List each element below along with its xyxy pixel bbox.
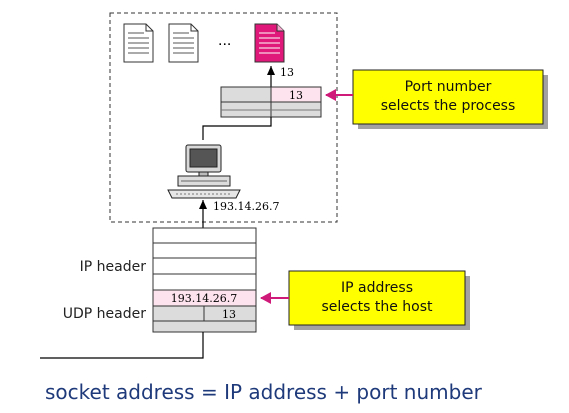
network-line (40, 332, 204, 359)
socket-address-caption: socket address = IP address + port numbe… (45, 380, 482, 404)
packet-port-field: 13 (222, 308, 236, 321)
packet-ip-field: 193.14.26.7 (171, 292, 237, 305)
port-field-value: 13 (289, 89, 303, 102)
process-ellipsis: ... (218, 32, 231, 49)
packet (152, 227, 257, 333)
process-document-icon (123, 23, 154, 63)
ip-callout-line-1: IP address (341, 280, 413, 296)
computer-to-port-table-line (202, 117, 272, 140)
port-callout (352, 69, 548, 129)
port-callout-line-2: selects the process (381, 98, 516, 114)
udp-header-label: UDP header (63, 306, 146, 322)
selected-process-document-icon (254, 23, 285, 63)
computer-icon (167, 144, 241, 199)
host-boundary (109, 12, 338, 223)
port-table (220, 86, 322, 118)
port-callout-line-1: Port number (405, 79, 492, 95)
selected-port-label: 13 (280, 66, 294, 79)
host-ip-label: 193.14.26.7 (213, 200, 279, 213)
ip-callout (288, 270, 470, 330)
ip-callout-line-2: selects the host (322, 299, 433, 315)
process-document-icon (168, 23, 199, 63)
ip-header-label: IP header (80, 259, 147, 275)
